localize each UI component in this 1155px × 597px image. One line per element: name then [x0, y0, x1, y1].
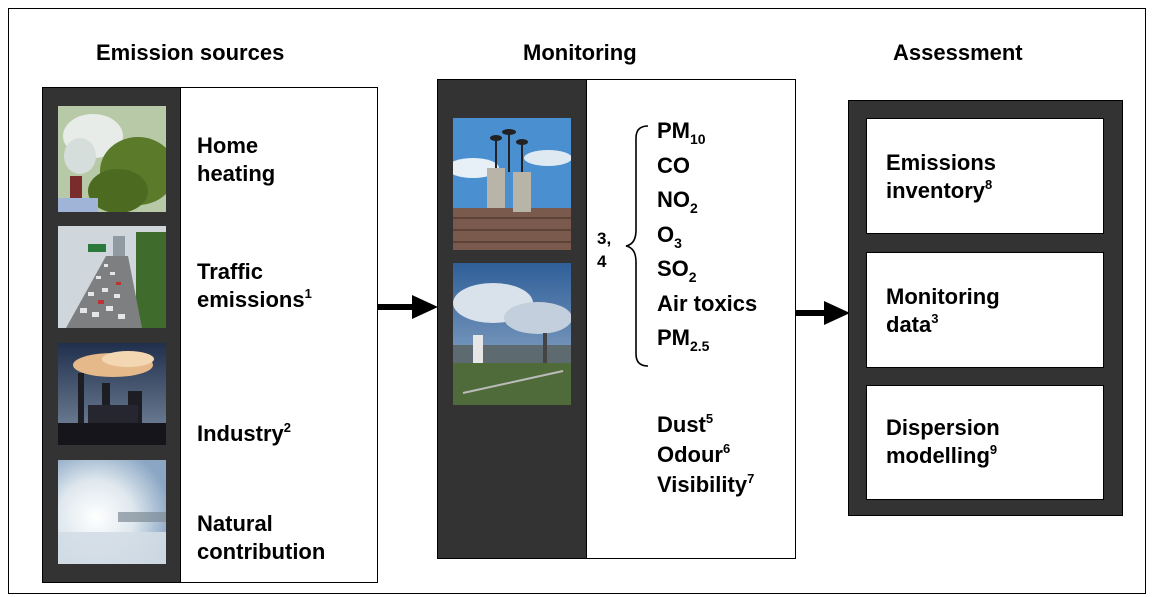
monitoring-item-dust: Dust5	[657, 411, 714, 437]
monitoring-item-visibility: Visibility7	[657, 471, 755, 497]
pollutant-item: PM10	[657, 118, 706, 147]
pollutant-item: NO2	[657, 187, 698, 216]
heading-monitoring: Monitoring	[523, 40, 637, 65]
monitoring-site-photo	[453, 263, 571, 405]
pollutant-item: SO2	[657, 256, 697, 285]
monitoring-item-odour: Odour6	[657, 441, 731, 467]
pollutant-refs: 3,4	[597, 229, 612, 271]
heading-emission-sources: Emission sources	[96, 40, 285, 65]
source-label-industry: Industry2	[197, 420, 292, 446]
heading-assessment: Assessment	[893, 40, 1023, 65]
pollutant-item: PM2.5	[657, 325, 710, 354]
other-monitoring-list: Dust5 Odour6 Visibility7	[657, 410, 754, 500]
traffic-photo	[58, 226, 166, 328]
industry-photo	[58, 343, 166, 445]
natural-photo	[58, 460, 166, 564]
pollutant-item: CO	[657, 152, 690, 178]
diagram-frame	[8, 8, 1146, 594]
monitoring-label-panel	[586, 79, 796, 559]
pollutant-group-brace	[625, 125, 649, 367]
arrow-sources-to-monitoring	[378, 295, 438, 319]
pollutant-item: O3	[657, 221, 682, 251]
pollutant-list: PM10 CO NO2 O3 SO2 Air toxics PM2.5	[657, 114, 757, 356]
sources-label-panel	[180, 87, 378, 583]
arrow-monitoring-to-assessment	[796, 301, 850, 325]
pollutant-item: Air toxics	[657, 290, 758, 316]
monitoring-station-photo	[453, 118, 571, 250]
home-heating-photo	[58, 106, 166, 212]
